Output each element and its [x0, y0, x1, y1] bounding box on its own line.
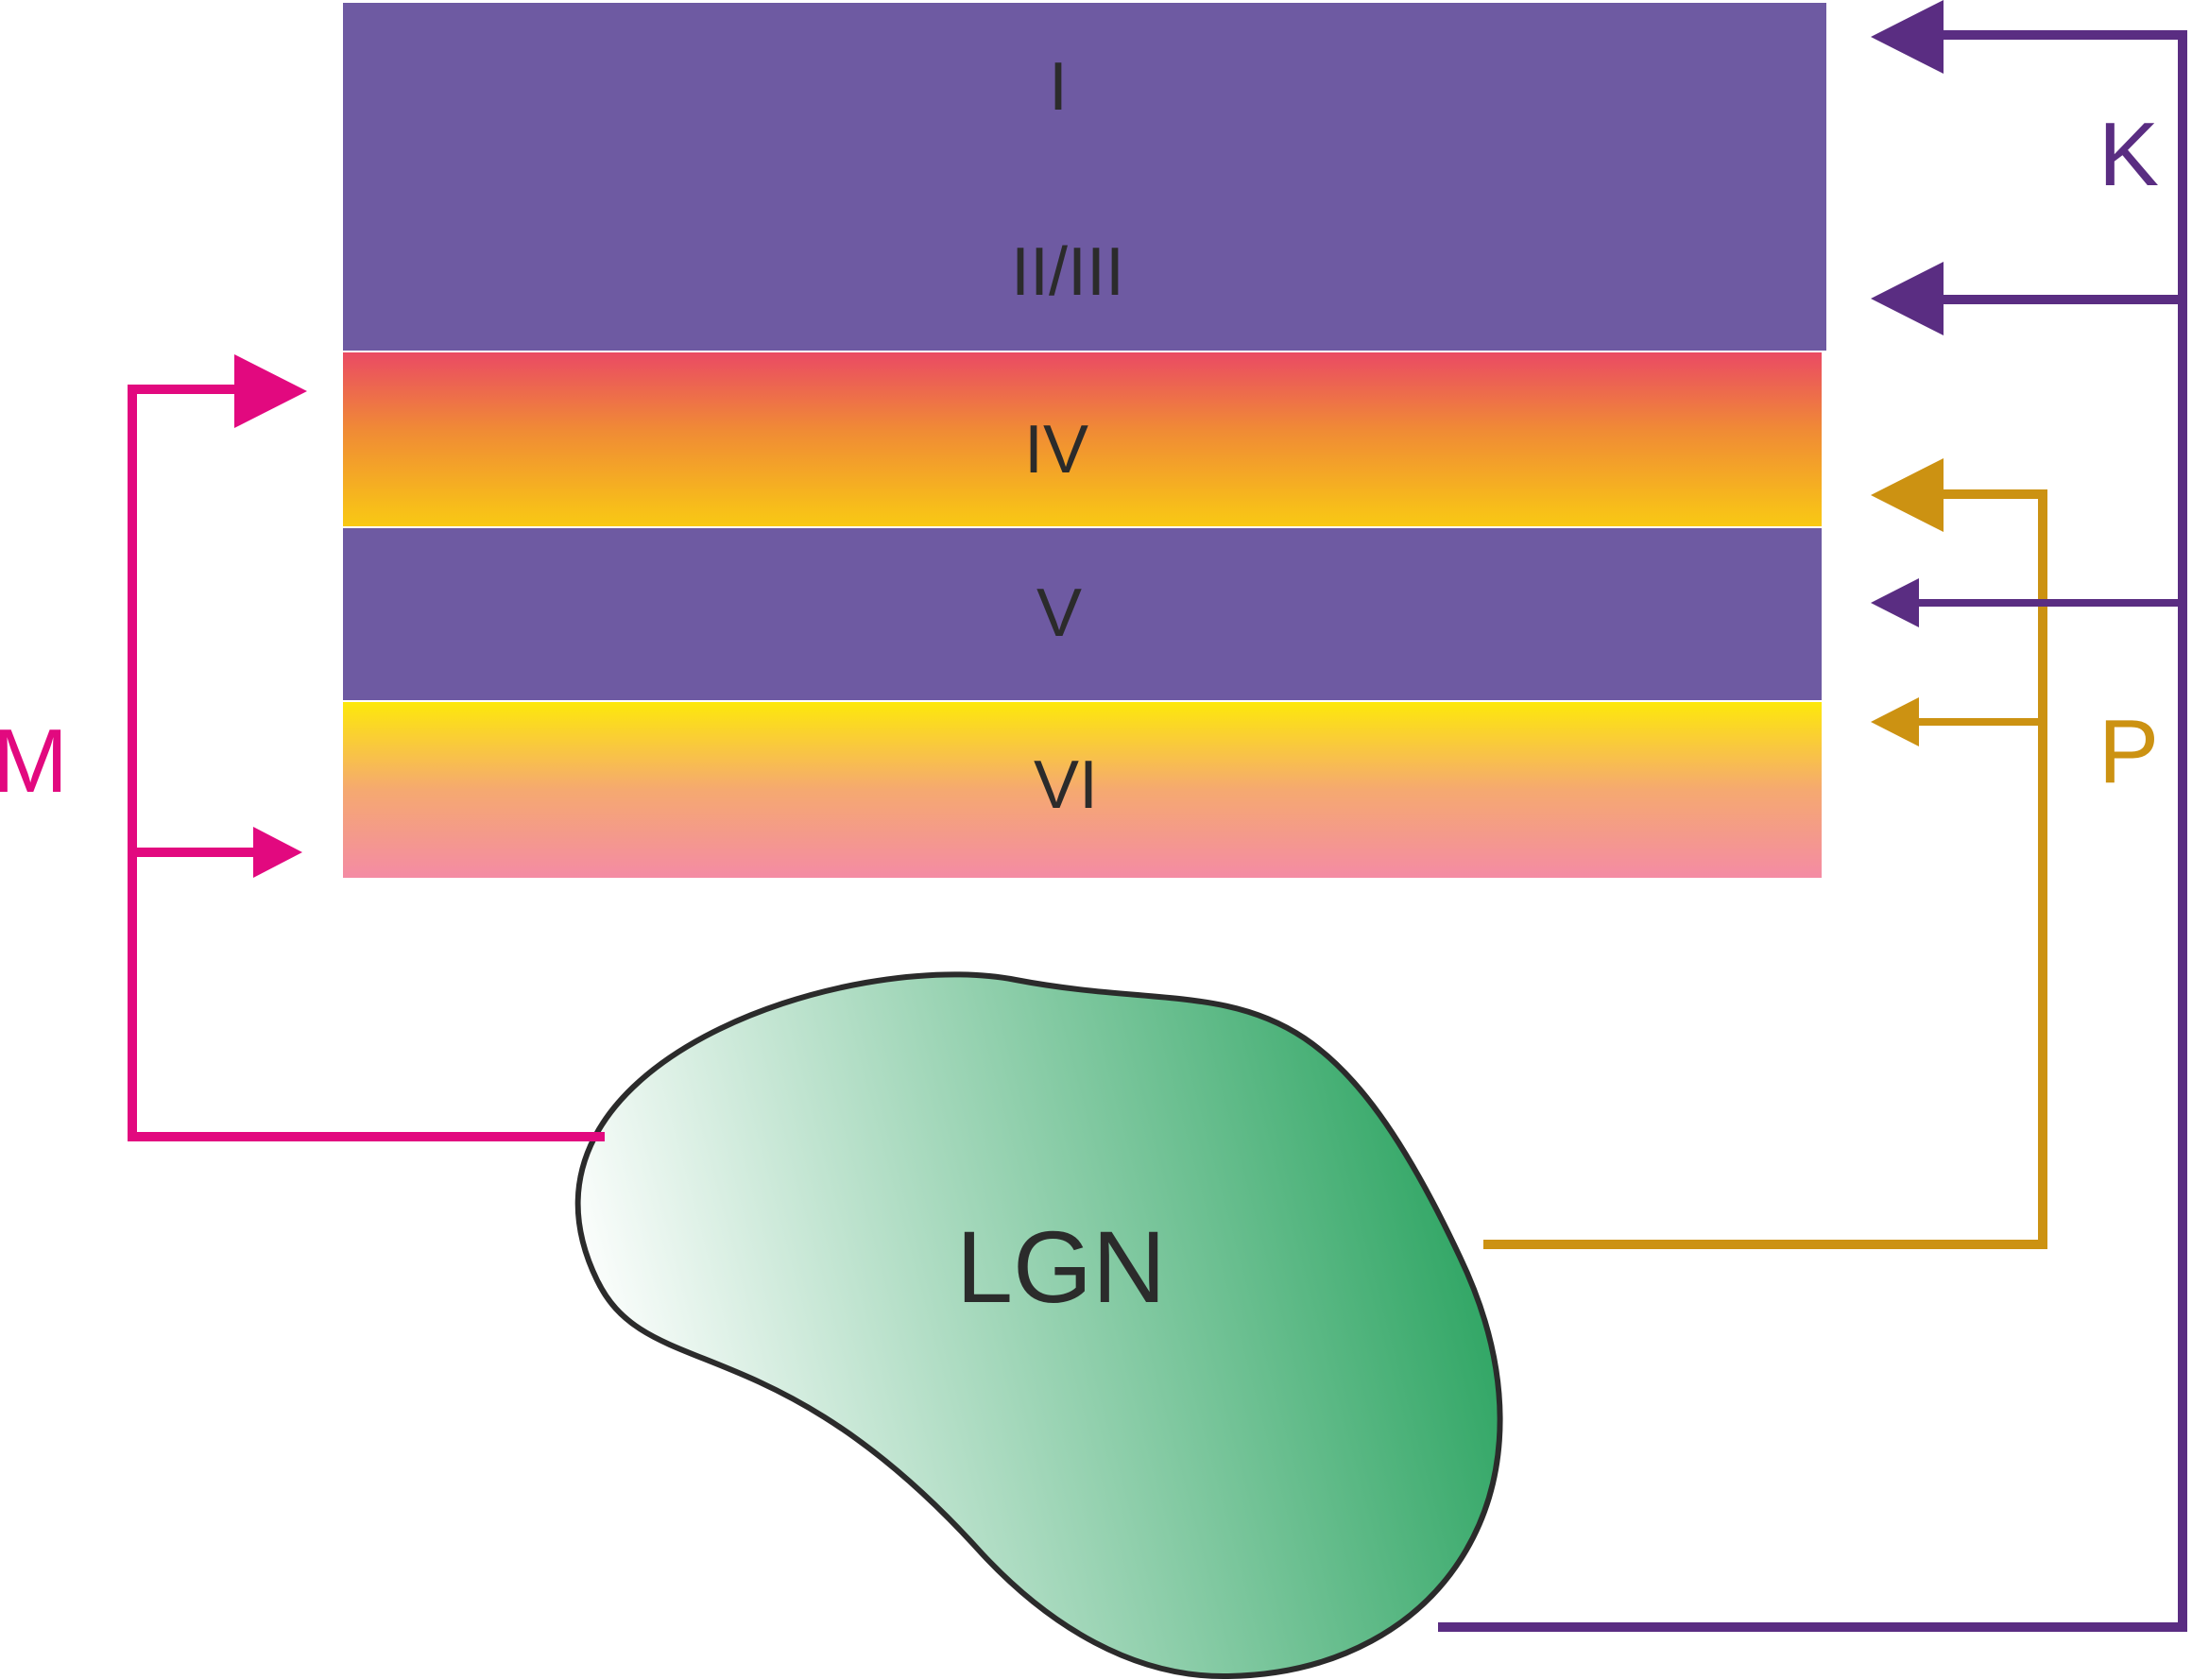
layer-label-v: V — [1036, 575, 1082, 651]
k-arrow-to-layer-v — [1871, 578, 1919, 627]
layer-label-iv: IV — [1024, 412, 1088, 488]
p-pathway-label: P — [2098, 701, 2159, 802]
lgn-label: LGN — [956, 1209, 1166, 1324]
k-arrow-to-layer-i — [1871, 0, 1944, 74]
lgn-nucleus: LGN — [574, 971, 1503, 1680]
layer-v-band — [343, 528, 1822, 700]
k-arrow-to-layer-ii-iii — [1871, 262, 1944, 335]
k-pathway-label: K — [2098, 104, 2159, 205]
p-arrow-to-layer-iv — [1871, 458, 1944, 532]
p-pathway-line — [1483, 489, 2047, 1249]
layer-label-i: I — [1049, 49, 1068, 125]
m-pathway: M — [0, 354, 605, 1141]
m-arrow-to-layer-iv — [234, 354, 307, 428]
m-pathway-line — [128, 385, 605, 1141]
k-pathway-line — [1438, 30, 2187, 1632]
m-arrow-to-layer-vi — [253, 827, 302, 878]
layer-label-ii-iii: II/III — [1011, 234, 1124, 310]
layer-label-vi: VI — [1034, 747, 1098, 823]
p-arrow-to-layer-vi — [1871, 697, 1919, 746]
lgn-shape — [574, 971, 1503, 1680]
k-pathway: K — [1438, 0, 2187, 1632]
m-pathway-label: M — [0, 711, 68, 812]
p-pathway: P — [1483, 458, 2159, 1249]
cortex-layers: I II/III IV V VI — [343, 3, 1826, 878]
layer-vi-band — [343, 702, 1822, 878]
layer-iv-band — [343, 352, 1822, 526]
layer-i-iii-band — [343, 3, 1826, 351]
